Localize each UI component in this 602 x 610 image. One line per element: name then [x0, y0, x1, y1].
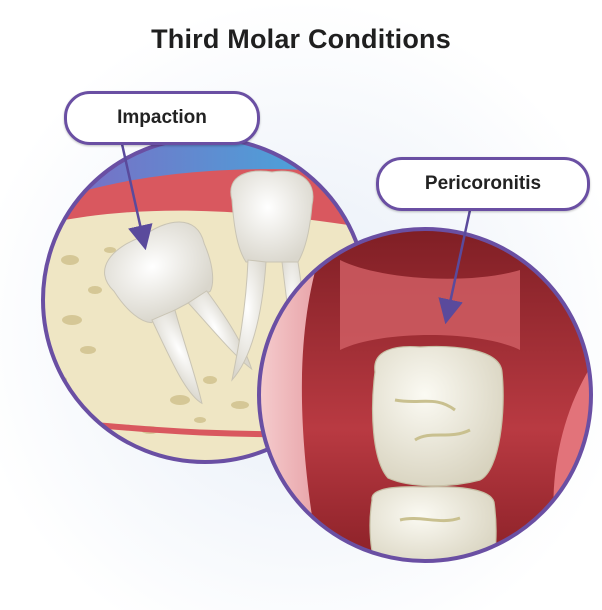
pericoronitis-label: Pericoronitis — [425, 173, 541, 195]
impaction-label: Impaction — [117, 107, 207, 129]
impaction-callout: Impaction — [64, 91, 260, 145]
diagram-title: Third Molar Conditions — [0, 24, 602, 55]
pericoronitis-callout: Pericoronitis — [376, 157, 590, 211]
